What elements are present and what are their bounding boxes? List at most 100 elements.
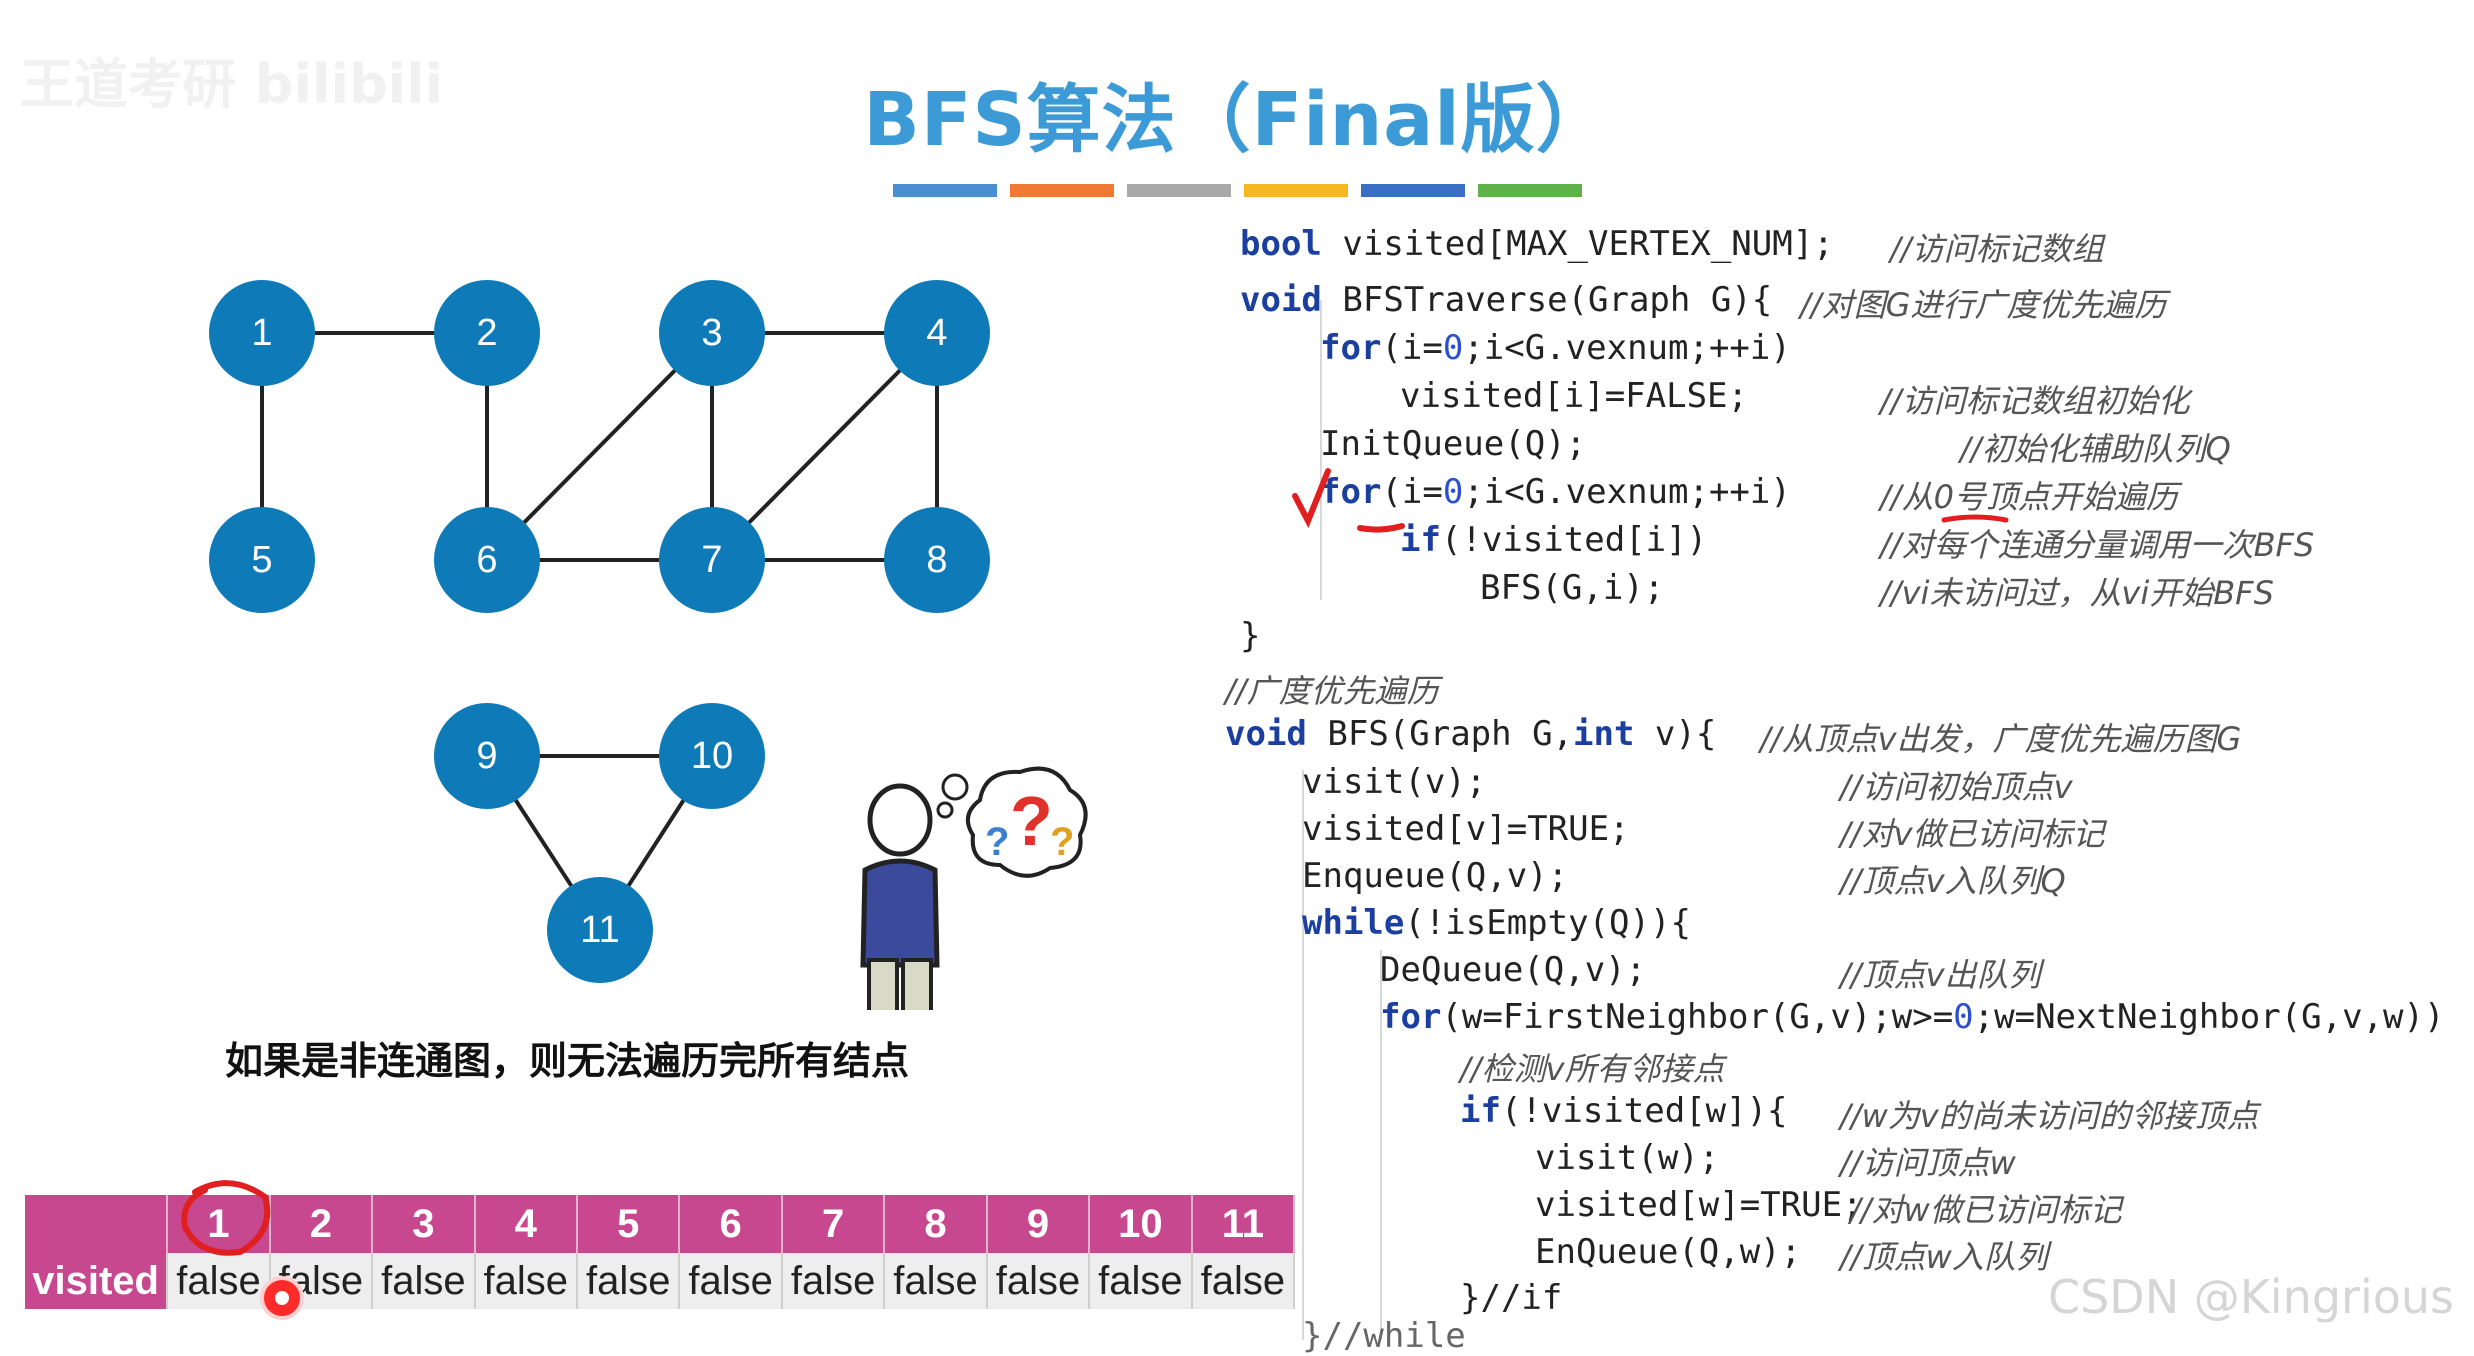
slide-title: BFS算法（Final版） (863, 77, 1611, 163)
code-comment: //vi未访问过，从vi开始BFS (1880, 574, 2274, 612)
indent-guide (1320, 300, 1322, 600)
title-rule-6 (1478, 184, 1582, 197)
code-line: for(i=0;i<G.vexnum;++i) (1320, 328, 1791, 368)
csdn-watermark: CSDN @Kingrious (2047, 1270, 2454, 1324)
node-circle (659, 280, 765, 386)
code-comment: //顶点v入队列Q (1840, 862, 2066, 900)
graph-node-10: 10 (659, 703, 765, 809)
graph-node-11: 11 (547, 877, 653, 983)
table-value-4: false (476, 1253, 578, 1309)
table-value-8: false (885, 1253, 988, 1309)
table-value-5: false (578, 1253, 681, 1309)
code-line: if(!visited[w]){ (1460, 1091, 1788, 1131)
node-circle (659, 507, 765, 613)
row-label: visited (25, 1253, 169, 1309)
caption-text: 如果是非连通图，则无法遍历完所有结点 (225, 1039, 910, 1083)
node-label: 5 (251, 539, 272, 581)
node-label: 4 (926, 312, 947, 354)
code-line: Enqueue(Q,v); (1302, 856, 1569, 896)
table-header-1: 1 (168, 1195, 271, 1253)
code-comment: //顶点v出队列 (1840, 956, 2041, 994)
code-line: for(i=0;i<G.vexnum;++i) (1320, 472, 1791, 512)
node-circle (659, 703, 765, 809)
code-line: EnQueue(Q,w); (1535, 1232, 1802, 1272)
cursor-marker-icon (260, 1276, 304, 1320)
code-comment: //w为v的尚未访问的邻接顶点 (1840, 1097, 2259, 1135)
table-value-3: false (373, 1253, 476, 1309)
code-line: }//while (1302, 1316, 1466, 1356)
code-line: BFS(G,i); (1480, 568, 1665, 608)
table-corner (25, 1195, 169, 1253)
table-value-10: false (1090, 1253, 1193, 1309)
code-line: visited[v]=TRUE; (1302, 809, 1630, 849)
table-value-1: false (168, 1253, 271, 1309)
table-value-11: false (1193, 1253, 1296, 1309)
node-label: 6 (476, 539, 497, 581)
node-label: 3 (701, 312, 722, 354)
graph-node-9: 9 (434, 703, 540, 809)
table-header-2: 2 (271, 1195, 374, 1253)
graph-node-2: 2 (434, 280, 540, 386)
title-rule-5 (1361, 184, 1465, 197)
code-comment: //访问顶点w (1840, 1144, 2016, 1182)
node-circle (434, 507, 540, 613)
node-label: 2 (476, 312, 497, 354)
code-line: visited[w]=TRUE; (1535, 1185, 1863, 1225)
code-line: if(!visited[i]) (1400, 520, 1708, 560)
code-line: visited[i]=FALSE; (1400, 376, 1748, 416)
svg-text:?: ? (985, 820, 1009, 864)
table-header-8: 8 (885, 1195, 988, 1253)
title-rule-1 (893, 184, 997, 197)
node-circle (434, 703, 540, 809)
table-header-7: 7 (783, 1195, 886, 1253)
code-line: bool visited[MAX_VERTEX_NUM]; (1240, 224, 1834, 264)
code-line: DeQueue(Q,v); (1380, 950, 1647, 990)
svg-text:?: ? (1010, 782, 1053, 860)
table-header-11: 11 (1193, 1195, 1296, 1253)
table-value-9: false (988, 1253, 1091, 1309)
svg-text:?: ? (1050, 820, 1074, 864)
code-line: }//if (1460, 1278, 1563, 1318)
code-line: while(!isEmpty(Q)){ (1302, 903, 1691, 943)
underline-annotation (1941, 514, 2009, 523)
code-line: } (1240, 616, 1261, 656)
code-panel: bool visited[MAX_VERTEX_NUM]; //访问标记数组 v… (1220, 210, 2470, 1356)
indent-guide (1302, 770, 1304, 1340)
graph-node-3: 3 (659, 280, 765, 386)
table-value-6: false (680, 1253, 783, 1309)
table-header-10: 10 (1090, 1195, 1193, 1253)
code-comment: //访问标记数组初始化 (1880, 382, 2190, 420)
node-circle (884, 507, 990, 613)
graph-edge-4-7 (710, 331, 939, 562)
code-comment: //初始化辅助队列Q (1960, 430, 2231, 468)
code-line: for(w=FirstNeighbor(G,v);w>=0;w=NextNeig… (1380, 997, 2445, 1037)
node-circle (209, 507, 315, 613)
code-line: visit(w); (1535, 1138, 1720, 1178)
code-comment: //访问标记数组 (1890, 230, 2104, 268)
code-line: void BFSTraverse(Graph G){ (1240, 280, 1773, 320)
code-comment: //对图G进行广度优先遍历 (1800, 286, 2167, 324)
table-header-4: 4 (476, 1195, 578, 1253)
code-line: InitQueue(Q); (1320, 424, 1587, 464)
code-comment: //对v做已访问标记 (1840, 815, 2105, 853)
graph-edge-3-6 (485, 331, 714, 562)
node-label: 1 (251, 312, 272, 354)
graph-node-1: 1 (209, 280, 315, 386)
code-line: void BFS(Graph G,int v){ (1225, 714, 1717, 754)
code-line: visit(v); (1302, 762, 1487, 802)
node-label: 11 (580, 909, 619, 951)
graph-node-5: 5 (209, 507, 315, 613)
node-label: 7 (701, 539, 722, 581)
node-circle (884, 280, 990, 386)
node-label: 10 (691, 735, 733, 777)
code-comment: //对每个连通分量调用一次BFS (1880, 526, 2315, 564)
confused-person-icon: ? ? ? (860, 766, 1088, 1010)
code-comment: //顶点w入队列 (1840, 1238, 2048, 1276)
title-rule-2 (1010, 184, 1114, 197)
code-comment: //从0号顶点开始遍历 (1880, 478, 2178, 516)
node-label: 9 (476, 735, 497, 777)
code-comment: //检测v所有邻接点 (1460, 1050, 1725, 1088)
code-comment: //广度优先遍历 (1225, 672, 1439, 710)
